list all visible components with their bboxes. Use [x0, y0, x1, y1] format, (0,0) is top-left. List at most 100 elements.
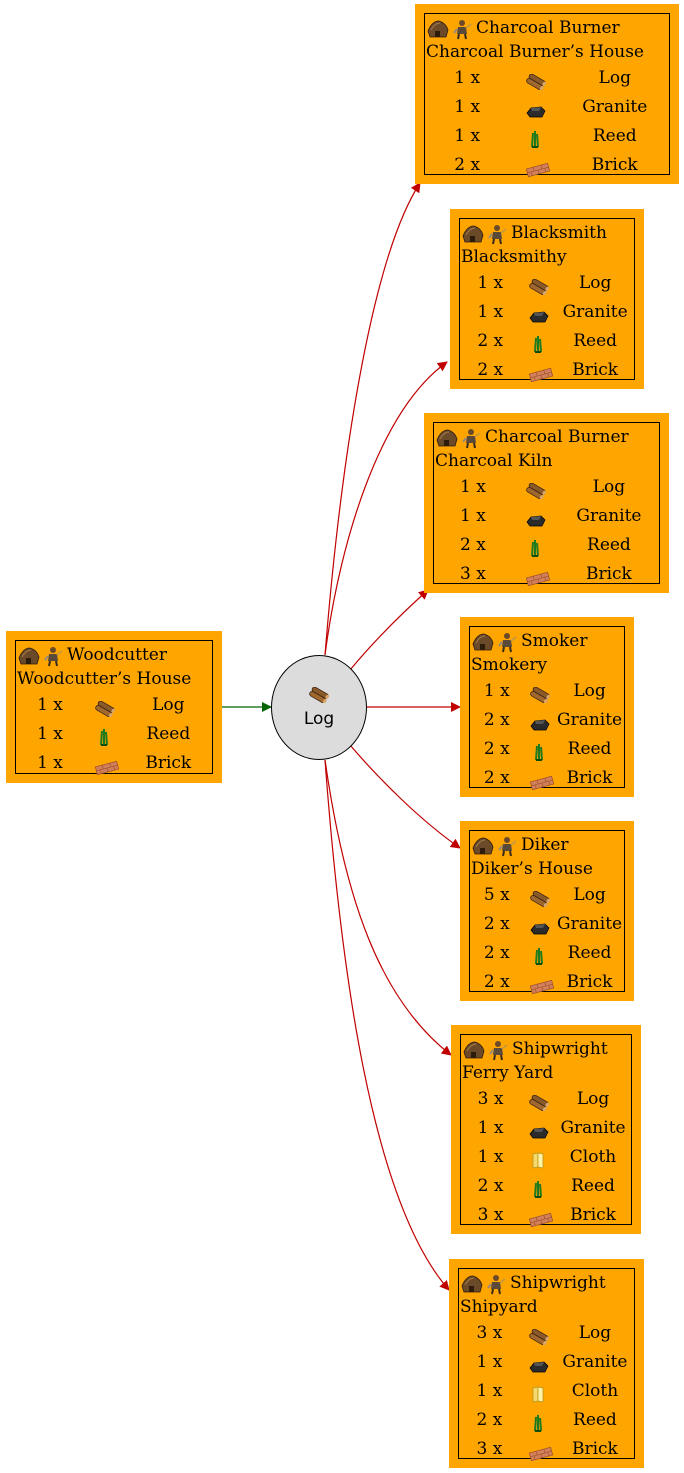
cost-ware-name: Brick	[145, 753, 192, 773]
building-header: Shipwright	[460, 1271, 633, 1295]
brick-icon	[528, 363, 554, 382]
cost-quantity: 2 x	[454, 155, 481, 175]
worker-icon	[487, 1039, 509, 1061]
worker-name: Diker	[521, 835, 569, 855]
cost-ware-name: Log	[578, 1323, 612, 1343]
building-icon	[471, 631, 494, 653]
cost-quantity: 1 x	[477, 1118, 504, 1138]
reed-icon	[528, 1179, 548, 1198]
log-icon	[94, 698, 116, 717]
building-icon	[462, 1039, 485, 1061]
cost-ware-name: Brick	[571, 1439, 618, 1459]
brick-icon	[529, 771, 555, 790]
cost-quantity: 3 x	[477, 1089, 504, 1109]
cost-ware-name: Log	[576, 1089, 610, 1109]
cost-row: 2 x Brick	[426, 151, 668, 180]
building-header: Charcoal Burner	[435, 425, 658, 449]
cost-quantity: 3 x	[476, 1323, 503, 1343]
cost-ware-name: Brick	[572, 360, 619, 380]
cost-ware-name: Granite	[576, 506, 642, 526]
cost-ware-name: Reed	[592, 126, 637, 146]
cost-row: 1 x Cloth	[462, 1143, 630, 1172]
log-icon	[528, 1092, 549, 1111]
worker-icon	[486, 223, 508, 245]
granite-icon	[528, 1355, 549, 1372]
cost-quantity: 1 x	[477, 1147, 504, 1167]
ware-node-label: Log	[303, 708, 335, 729]
building-name: Ferry Yard	[462, 1063, 554, 1083]
granite-icon	[525, 100, 546, 117]
cost-ware-name: Brick	[591, 155, 638, 175]
reed-icon	[529, 946, 549, 965]
cost-ware-name: Cloth	[569, 1147, 617, 1167]
cost-ware-name: Reed	[573, 331, 618, 351]
cost-ware-name: Granite	[560, 1118, 626, 1138]
cost-quantity: 2 x	[483, 914, 510, 934]
cost-ware-name: Log	[578, 273, 612, 293]
cost-ware-name: Granite	[562, 1352, 628, 1372]
edge-consumed-by	[349, 589, 429, 671]
cost-quantity: 2 x	[483, 972, 510, 992]
cost-ware-name: Granite	[562, 302, 628, 322]
building-icon	[17, 645, 40, 667]
granite-icon	[525, 509, 546, 526]
log-icon	[529, 684, 551, 703]
log-icon	[529, 888, 551, 907]
cost-ware-name: Log	[598, 68, 631, 88]
cost-quantity: 1 x	[37, 724, 63, 744]
edge-consumed-by	[324, 759, 450, 1291]
cost-ware-name: Log	[573, 885, 606, 905]
worker-name: Smoker	[521, 631, 588, 651]
building-header: Smoker	[471, 629, 623, 653]
log-icon	[525, 71, 546, 90]
cost-ware-name: Granite	[582, 97, 648, 117]
reed-icon	[528, 1413, 548, 1432]
cloth-icon	[528, 1150, 548, 1168]
building-icon	[471, 835, 494, 857]
edge-consumed-by	[324, 182, 421, 656]
cost-ware-name: Brick	[570, 1205, 616, 1225]
cost-row: 2 x Granite	[471, 910, 623, 939]
worker-icon	[460, 427, 482, 449]
cost-ware-name: Granite	[556, 914, 623, 934]
cost-quantity: 5 x	[483, 885, 510, 905]
ware-node-log[interactable]: Log	[271, 655, 367, 760]
cost-ware-name: Brick	[566, 768, 613, 788]
building-name: Smokery	[471, 655, 548, 675]
building-icon	[435, 427, 458, 449]
cost-row: 1 x Granite	[462, 1114, 630, 1143]
building-icon	[460, 1273, 483, 1295]
cost-quantity: 2 x	[477, 360, 504, 380]
cost-quantity: 2 x	[483, 768, 510, 788]
cost-quantity: 2 x	[477, 1176, 504, 1196]
brick-icon	[94, 756, 120, 775]
cloth-icon	[528, 1384, 548, 1402]
brick-icon	[529, 975, 555, 994]
cost-ware-name: Log	[592, 477, 626, 497]
building-header: Blacksmith	[461, 221, 633, 245]
building-header: Diker	[471, 833, 623, 857]
